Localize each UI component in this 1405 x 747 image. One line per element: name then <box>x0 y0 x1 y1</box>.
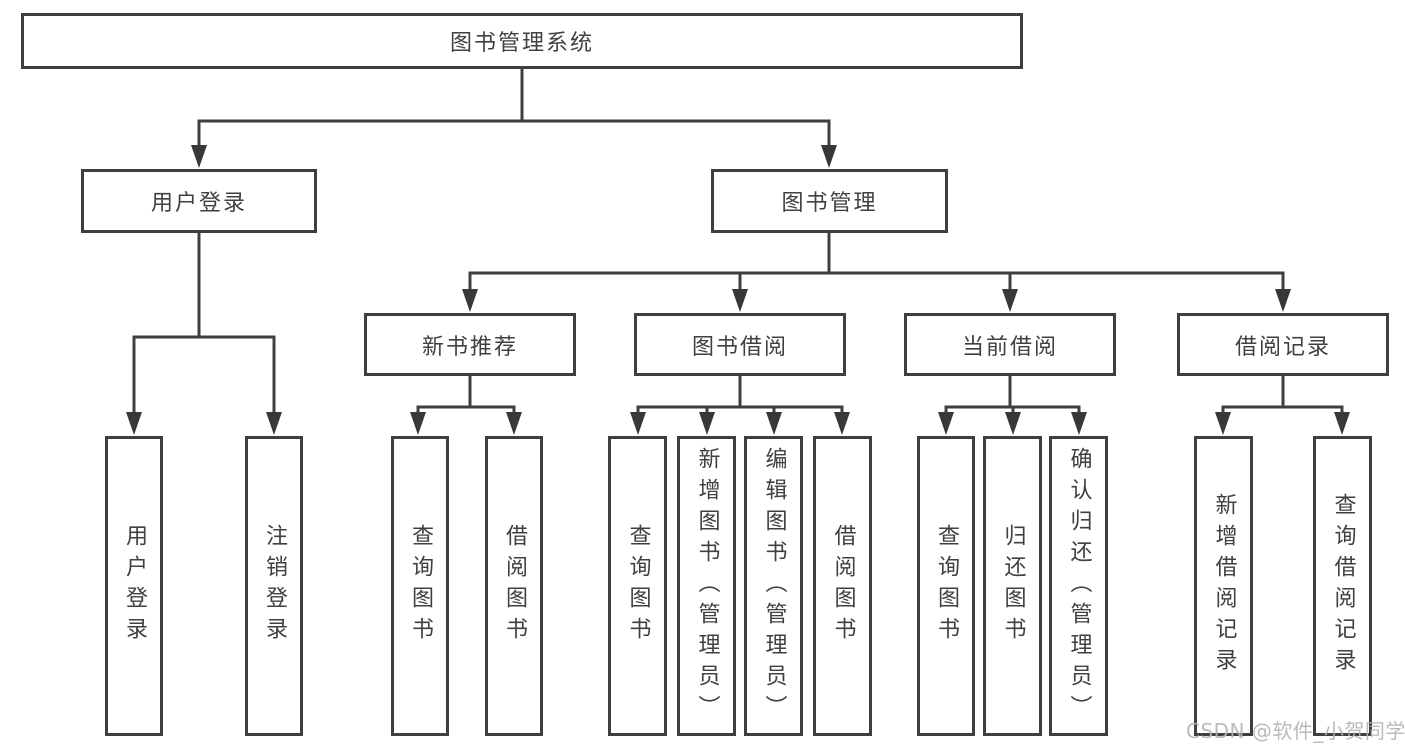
leaf-label: 查询图书 <box>934 524 959 648</box>
leaf-confirm-return-admin: 确认归还（管理员） <box>1049 436 1108 736</box>
node-current-borrowing: 当前借阅 <box>904 313 1116 376</box>
leaf-label: 新增图书（管理员） <box>694 446 720 726</box>
leaf-query-borrow-record: 查询借阅记录 <box>1313 436 1372 736</box>
leaf-label: 借阅图书 <box>830 524 856 648</box>
node-new-book-recommendation: 新书推荐 <box>364 313 576 376</box>
leaf-label: 查询图书 <box>408 524 433 648</box>
leaf-label: 归还图书 <box>1000 524 1026 648</box>
csdn-watermark: CSDN @软件_小贺同学 <box>1186 719 1405 743</box>
leaf-return-book: 归还图书 <box>983 436 1042 736</box>
leaf-logout: 注销登录 <box>245 436 303 736</box>
leaf-label: 查询图书 <box>625 524 651 648</box>
leaf-borrow-books-recommend: 借阅图书 <box>485 436 543 736</box>
leaf-add-book-admin: 新增图书（管理员） <box>677 436 736 736</box>
node-label: 图书管理 <box>781 191 878 216</box>
leaf-query-books-current: 查询图书 <box>917 436 975 736</box>
node-label: 图书管理系统 <box>449 31 594 56</box>
node-book-management: 图书管理 <box>711 169 948 233</box>
node-user-login: 用户登录 <box>81 169 317 233</box>
leaf-add-borrow-record: 新增借阅记录 <box>1194 436 1253 736</box>
leaf-label: 用户登录 <box>122 524 147 648</box>
leaf-label: 确认归还（管理员） <box>1066 446 1092 726</box>
leaf-label: 注销登录 <box>262 524 287 648</box>
leaf-label: 编辑图书（管理员） <box>761 446 787 726</box>
leaf-label: 借阅图书 <box>502 524 527 648</box>
leaf-query-books-recommend: 查询图书 <box>391 436 449 736</box>
leaf-borrow-books: 借阅图书 <box>813 436 872 736</box>
node-book-borrowing: 图书借阅 <box>634 313 846 376</box>
leaf-edit-book-admin: 编辑图书（管理员） <box>744 436 803 736</box>
node-label: 用户登录 <box>150 191 247 216</box>
node-label: 图书借阅 <box>691 334 788 360</box>
node-library-management-system: 图书管理系统 <box>21 13 1023 69</box>
leaf-user-login: 用户登录 <box>105 436 163 736</box>
node-borrowing-records: 借阅记录 <box>1177 313 1389 376</box>
leaf-label: 新增借阅记录 <box>1211 493 1237 679</box>
node-label: 当前借阅 <box>961 334 1058 360</box>
leaf-label: 查询借阅记录 <box>1330 493 1356 679</box>
node-label: 新书推荐 <box>421 334 518 360</box>
leaf-query-books-borrow: 查询图书 <box>608 436 667 736</box>
node-label: 借阅记录 <box>1234 334 1331 360</box>
arrowhead-icons <box>126 145 1350 435</box>
